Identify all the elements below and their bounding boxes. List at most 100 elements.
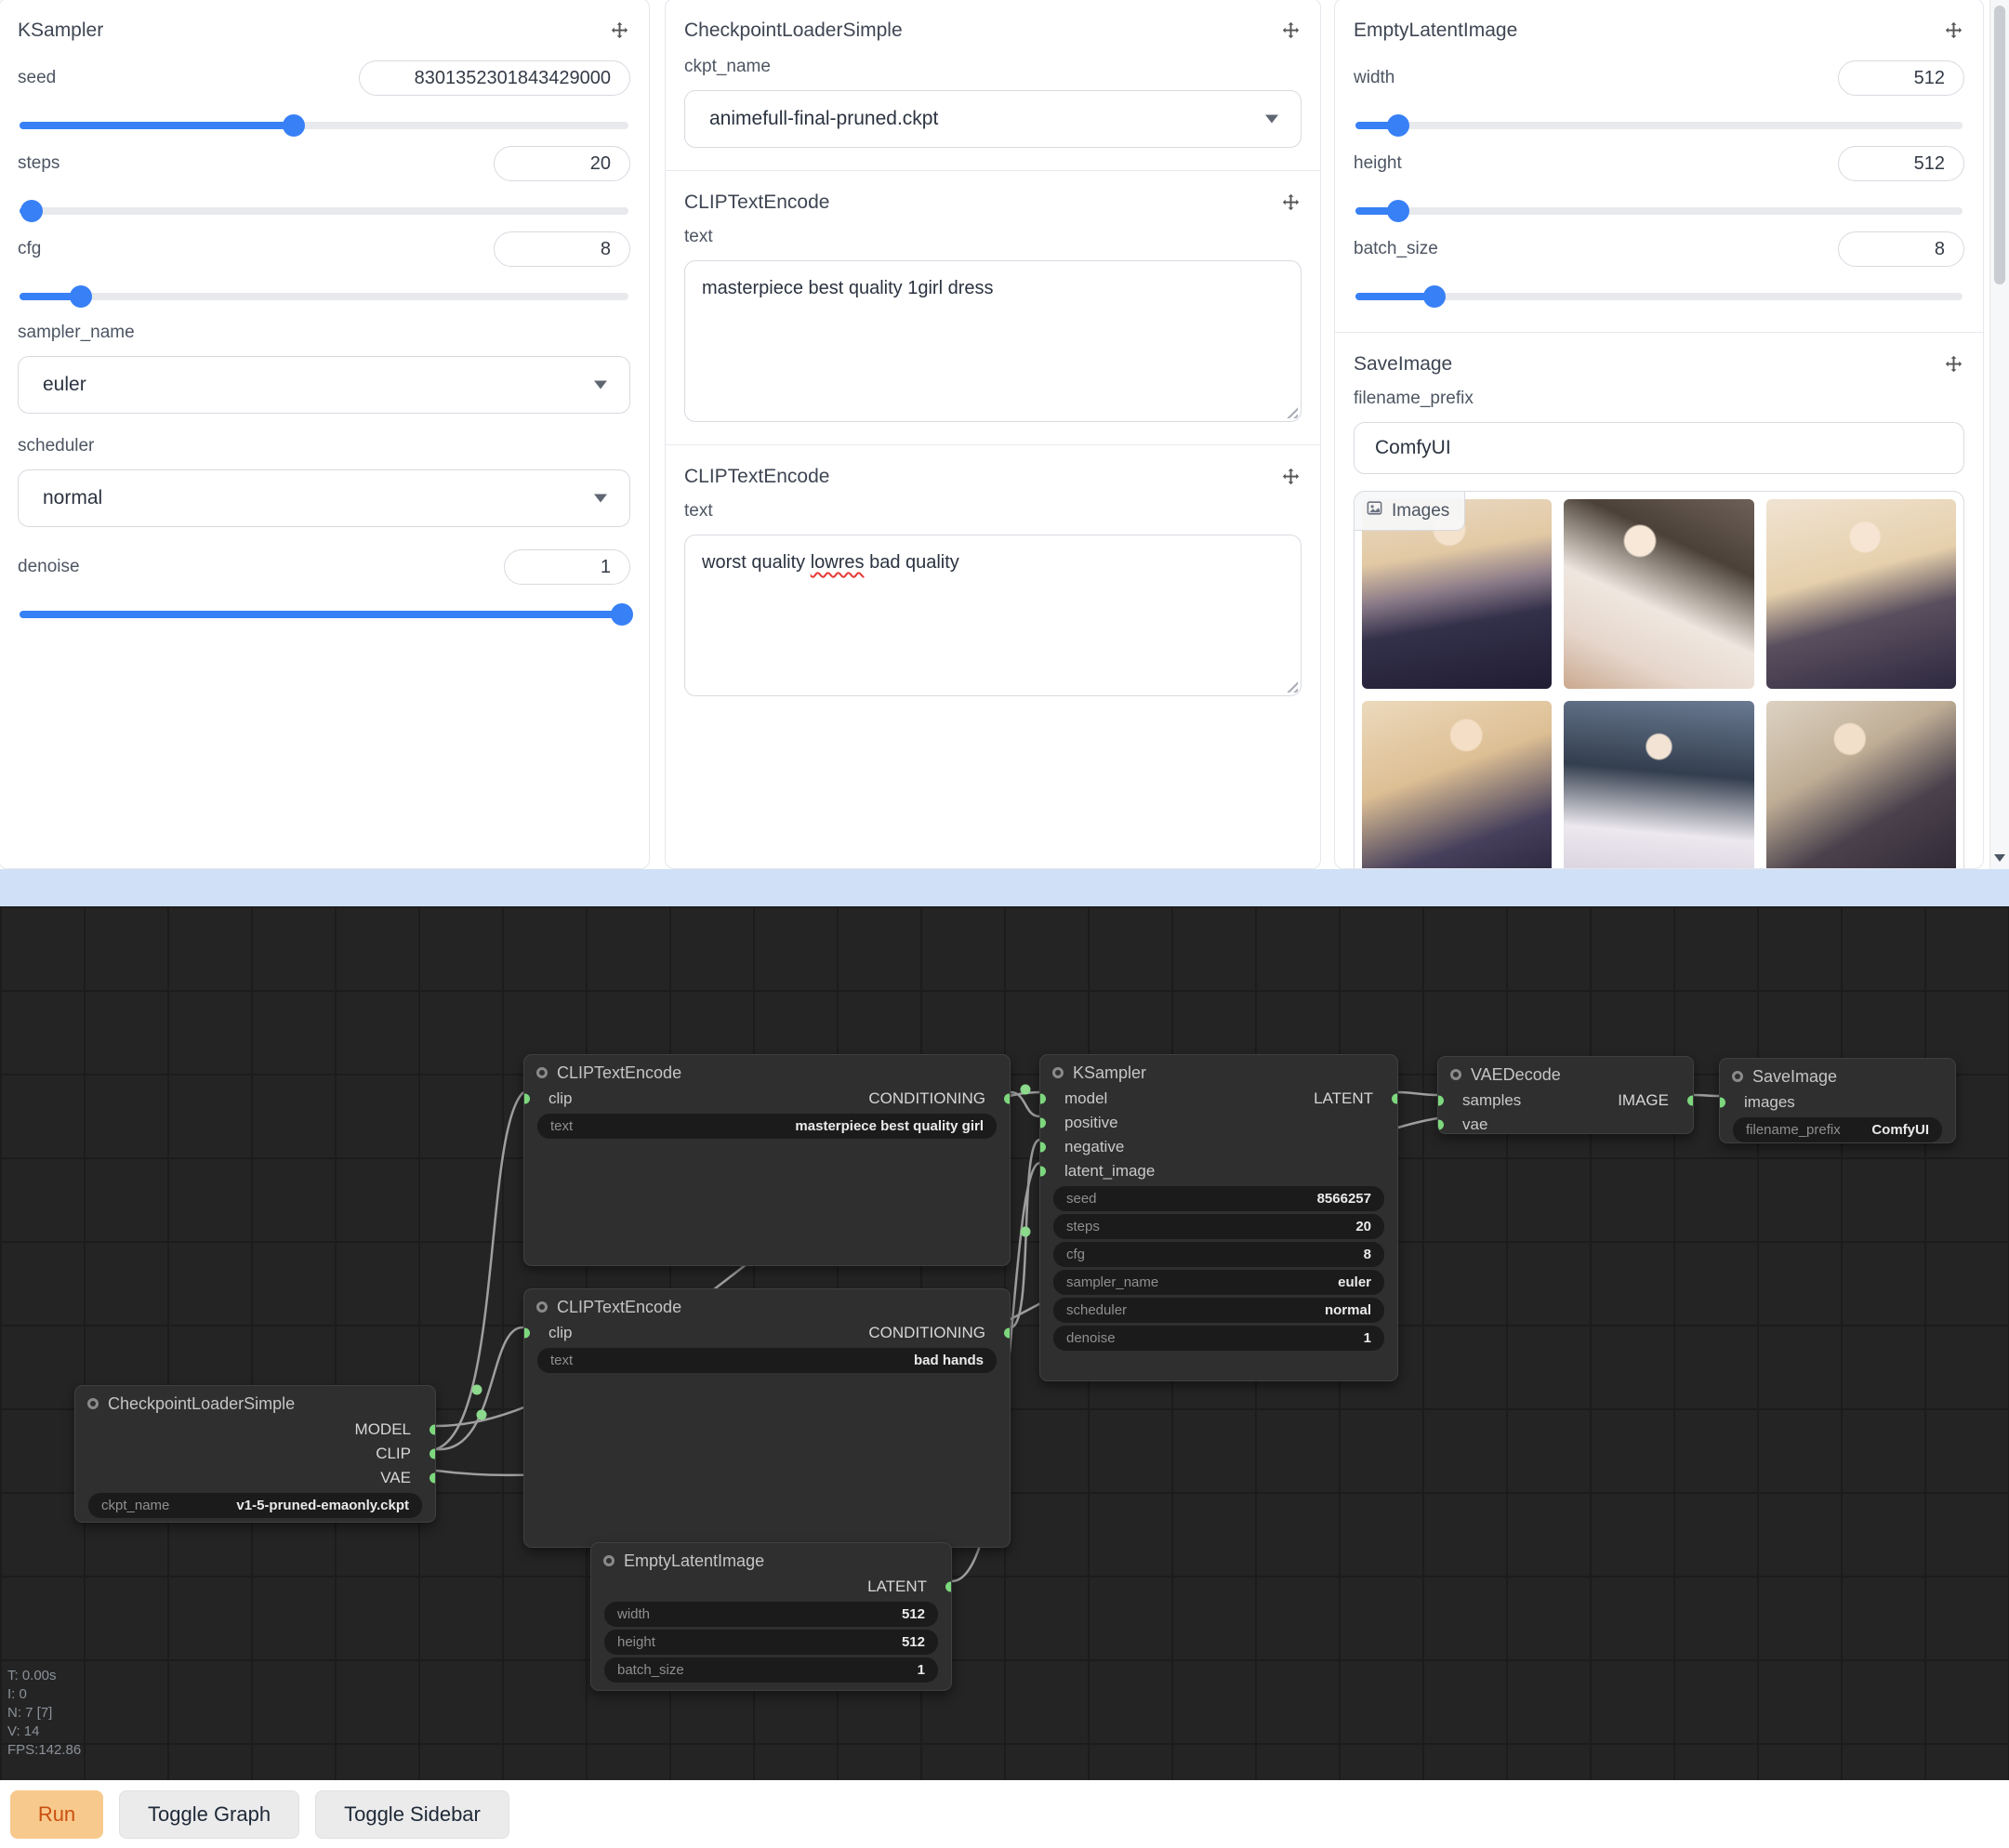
output-port-latent[interactable]: [945, 1581, 951, 1592]
input-port-negative[interactable]: [1040, 1142, 1046, 1153]
ckpt-name-value: animefull-final-pruned.ckpt: [709, 108, 939, 129]
steps-input[interactable]: 20: [494, 146, 630, 181]
images-tab[interactable]: Images: [1355, 492, 1466, 531]
graph-node-checkpoint-loader[interactable]: CheckpointLoaderSimple MODEL CLIP VAE ck…: [74, 1385, 436, 1523]
input-port-samples[interactable]: [1438, 1095, 1444, 1106]
output-port-clip[interactable]: [430, 1448, 435, 1459]
output-port-image[interactable]: [1687, 1095, 1693, 1106]
batch-size-input[interactable]: 8: [1838, 231, 1964, 267]
input-port-clip[interactable]: [524, 1093, 530, 1104]
denoise-slider-thumb[interactable]: [611, 603, 634, 626]
steps-slider-thumb[interactable]: [20, 200, 44, 222]
move-icon[interactable]: [609, 20, 630, 42]
input-label: latent_image: [1064, 1162, 1156, 1180]
panel-section-positive-prompt: CLIPTextEncode text masterpiece best qua…: [666, 170, 1320, 444]
node-collapse-dot[interactable]: [536, 1301, 548, 1313]
input-port-vae[interactable]: [1438, 1119, 1444, 1130]
node-collapse-dot[interactable]: [1732, 1071, 1743, 1082]
generated-image-thumbnail-5[interactable]: [1564, 701, 1754, 868]
input-port-latent-image[interactable]: [1040, 1166, 1046, 1177]
batch-size-slider[interactable]: [1355, 285, 1963, 308]
scheduler-select[interactable]: normal: [18, 469, 630, 527]
toggle-graph-button[interactable]: Toggle Graph: [119, 1789, 300, 1839]
scroll-down-arrow-icon[interactable]: [1994, 854, 2005, 862]
generated-image-thumbnail-4[interactable]: [1362, 701, 1553, 868]
width-input[interactable]: 512: [1838, 60, 1964, 96]
cfg-slider[interactable]: [20, 285, 628, 308]
steps-slider[interactable]: [20, 200, 628, 222]
action-bar: Run Toggle Graph Toggle Sidebar: [0, 1780, 2009, 1848]
input-port-clip[interactable]: [524, 1327, 530, 1339]
move-icon[interactable]: [1280, 467, 1302, 488]
graph-node-clip-text-encode-negative[interactable]: CLIPTextEncode clip CONDITIONING text ba…: [523, 1288, 1011, 1548]
output-port-model[interactable]: [430, 1424, 435, 1435]
node-collapse-dot[interactable]: [536, 1067, 548, 1078]
batch-size-slider-thumb[interactable]: [1422, 285, 1446, 308]
input-label: vae: [1462, 1115, 1488, 1133]
move-icon[interactable]: [1280, 20, 1302, 42]
graph-node-vae-decode[interactable]: VAEDecode samples IMAGE vae: [1437, 1056, 1694, 1134]
height-input[interactable]: 512: [1838, 146, 1964, 181]
input-port-images[interactable]: [1720, 1097, 1725, 1108]
vertical-scrollbar[interactable]: [1989, 0, 2009, 869]
height-slider-thumb[interactable]: [1386, 200, 1409, 222]
denoise-slider[interactable]: [20, 603, 634, 626]
move-icon[interactable]: [1280, 192, 1302, 214]
generated-image-thumbnail-1[interactable]: [1362, 499, 1553, 690]
negative-prompt-textarea[interactable]: worst quality lowres bad quality: [684, 535, 1302, 696]
toggle-sidebar-button[interactable]: Toggle Sidebar: [315, 1789, 509, 1839]
positive-prompt-textarea[interactable]: masterpiece best quality 1girl dress: [684, 260, 1302, 422]
text-widget[interactable]: text masterpiece best quality girl: [537, 1114, 997, 1139]
node-graph-canvas[interactable]: CLIPTextEncode clip CONDITIONING text ma…: [0, 906, 2009, 1780]
node-collapse-dot[interactable]: [1052, 1067, 1064, 1078]
sampler-name-select[interactable]: euler: [18, 356, 630, 414]
width-slider-thumb[interactable]: [1386, 114, 1409, 137]
denoise-input[interactable]: 1: [504, 549, 630, 585]
generated-image-thumbnail-2[interactable]: [1564, 499, 1754, 690]
input-port-model[interactable]: [1040, 1093, 1046, 1104]
cfg-slider-thumb[interactable]: [69, 285, 92, 308]
panel-title-save-image: SaveImage: [1354, 353, 1453, 375]
seed-slider[interactable]: [20, 114, 628, 137]
height-slider[interactable]: [1355, 200, 1963, 222]
node-collapse-dot[interactable]: [603, 1555, 615, 1566]
width-slider[interactable]: [1355, 114, 1963, 137]
output-port-vae[interactable]: [430, 1472, 435, 1484]
output-port-latent[interactable]: [1392, 1093, 1397, 1104]
steps-value: 20: [589, 152, 611, 174]
node-collapse-dot[interactable]: [1450, 1069, 1461, 1080]
scrollbar-thumb[interactable]: [1994, 6, 2005, 284]
node-collapse-dot[interactable]: [87, 1398, 99, 1409]
move-icon[interactable]: [1943, 354, 1964, 376]
graph-node-clip-text-encode-positive[interactable]: CLIPTextEncode clip CONDITIONING text ma…: [523, 1054, 1011, 1266]
seed-input[interactable]: 8301352301843429000: [359, 60, 630, 96]
run-button[interactable]: Run: [10, 1789, 103, 1839]
graph-node-ksampler[interactable]: KSampler model LATENT positive negative …: [1039, 1054, 1398, 1381]
input-port-positive[interactable]: [1040, 1117, 1046, 1129]
text-widget[interactable]: text bad hands: [537, 1348, 997, 1373]
output-port-conditioning[interactable]: [1004, 1093, 1010, 1104]
generated-image-thumbnail-3[interactable]: [1765, 499, 1956, 690]
output-label: CLIP: [376, 1445, 411, 1462]
seed-slider-thumb[interactable]: [282, 114, 305, 137]
output-label: IMAGE: [1618, 1091, 1669, 1109]
cfg-input[interactable]: 8: [494, 231, 630, 267]
generated-image-thumbnail-6[interactable]: [1765, 701, 1956, 868]
move-icon[interactable]: [1943, 20, 1964, 42]
output-port-conditioning[interactable]: [1004, 1327, 1010, 1339]
filename-prefix-input[interactable]: ComfyUI: [1354, 422, 1964, 474]
ckpt-name-select[interactable]: animefull-final-pruned.ckpt: [684, 90, 1302, 148]
